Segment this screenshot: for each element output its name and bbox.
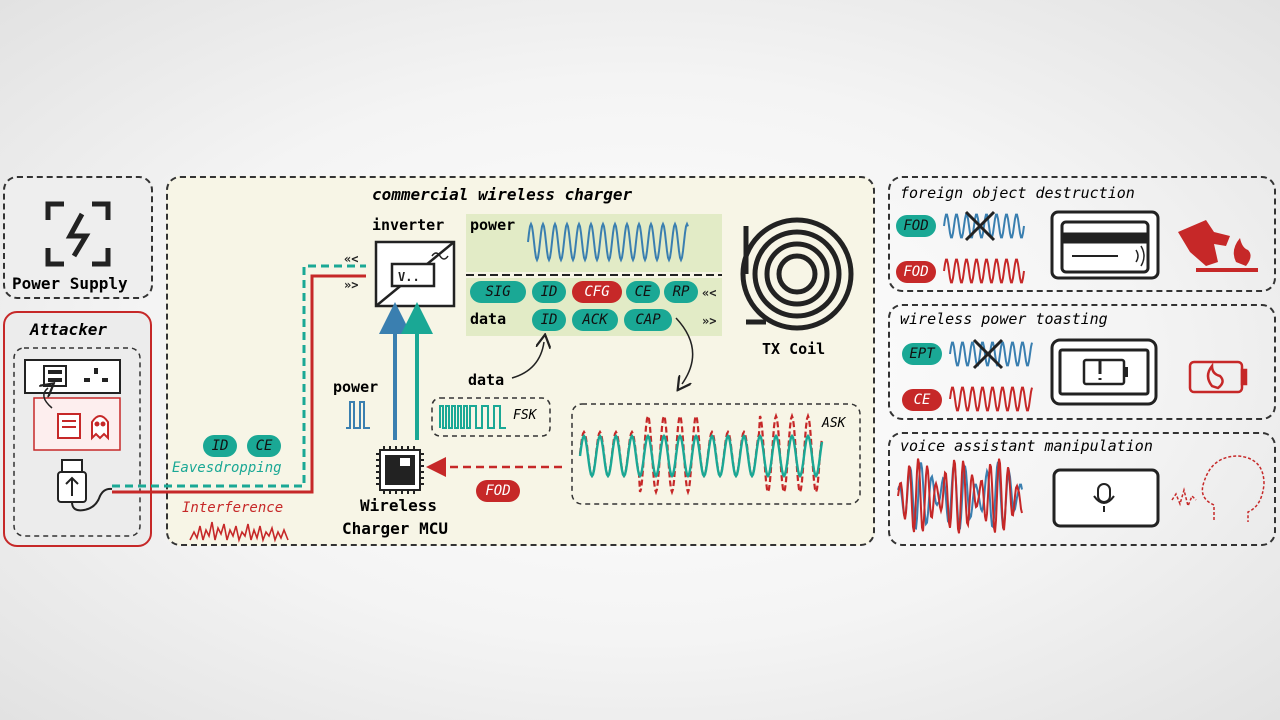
svg-text:«<: «<: [702, 286, 716, 300]
fod-wave-bottom: [943, 258, 1025, 284]
power-pulse-icon: [346, 401, 370, 429]
attack-ce-pill: CE: [902, 389, 942, 411]
speaking-head-icon: [1171, 455, 1265, 522]
mcu-label-line2: Charger MCU: [342, 519, 448, 538]
svg-text:V..: V..: [398, 270, 420, 284]
inverter-label: inverter: [372, 216, 445, 234]
ask-curve-arrow: [675, 317, 694, 384]
attack-ept-pill: EPT: [902, 343, 942, 365]
data-row-label: data: [470, 310, 507, 328]
power-sine: [527, 221, 689, 263]
attack-title-fod: foreign object destruction: [900, 184, 1135, 202]
usb-plug-icon: [57, 459, 87, 503]
svg-text:«<: «<: [344, 252, 358, 266]
ask-red-wave: [578, 412, 824, 496]
tx-packet-cap: CAP: [624, 309, 672, 331]
attack-title-toasting: wireless power toasting: [900, 310, 1108, 328]
attacker-pill-ce: CE: [247, 435, 281, 457]
credit-card-icon: [1050, 210, 1160, 280]
ept-wave-top: [949, 341, 1033, 367]
inverter-icon: V..: [374, 240, 456, 308]
cross-icon-2: [972, 338, 1004, 370]
charger-title: commercial wireless charger: [372, 185, 633, 204]
ask-label: ASK: [822, 416, 846, 431]
phone-battery-icon: [1050, 338, 1158, 406]
fod-bottom-sine: [943, 258, 1025, 284]
voice-interference-waves: [897, 458, 1023, 534]
socket-icon: [24, 359, 121, 394]
power-row-label: power: [470, 216, 516, 234]
phone-mic-icon: [1052, 468, 1160, 528]
burning-hand-icon: [1178, 220, 1258, 272]
rx-packet-cfg: CFG: [572, 281, 622, 303]
data-label: data: [468, 371, 505, 389]
attack-panel-toasting: [888, 304, 1276, 420]
power-band-wave: [527, 221, 689, 263]
battery-fire-icon: [1188, 360, 1248, 394]
fsk-label: FSK: [513, 408, 537, 423]
mcu-chip-icon: [376, 446, 424, 494]
tx-coil-icon: [740, 217, 854, 331]
mcu-label-line1: Wireless: [360, 496, 438, 515]
ask-waves: [578, 412, 824, 496]
interference-noise-wave: [189, 521, 289, 543]
attack-fod-pill-bottom: FOD: [896, 261, 936, 283]
rx-packet-sig: SIG: [470, 281, 526, 303]
data-curve-arrow: [511, 342, 544, 379]
attack-title-voice: voice assistant manipulation: [900, 437, 1153, 455]
usb-cable: [71, 487, 113, 512]
attack-panel-voice: [888, 432, 1276, 546]
rx-packet-rp: RP: [664, 281, 698, 303]
voice-red-wave: [897, 458, 1023, 534]
fod-pill: FOD: [476, 480, 520, 502]
tx-packet-id: ID: [532, 309, 566, 331]
ghost-icon: [91, 415, 109, 441]
ept-top-sine: [949, 341, 1033, 367]
rx-packet-id: ID: [532, 281, 566, 303]
power-label: power: [333, 378, 379, 396]
power-supply-icon: [45, 201, 111, 267]
ce-bottom-sine: [949, 386, 1033, 412]
svg-text:»>: »>: [702, 314, 716, 328]
svg-text:»>: »>: [344, 278, 358, 292]
fod-wave-top: [943, 213, 1025, 239]
ask-box: [571, 403, 861, 505]
attack-fod-pill-top: FOD: [896, 215, 936, 237]
fod-top-sine: [943, 213, 1025, 239]
tx-coil-label: TX Coil: [762, 340, 826, 358]
cross-icon-1: [964, 210, 996, 242]
rx-packet-ce: CE: [626, 281, 660, 303]
power-supply-label: Power Supply: [12, 274, 128, 293]
eavesdropping-line: [112, 264, 366, 488]
interference-label: Interference: [182, 500, 284, 516]
attack-panel-fod: [888, 176, 1276, 292]
ask-teal-wave: [578, 433, 824, 479]
fsk-box: [431, 397, 551, 437]
malicious-chip-icon: [57, 413, 81, 439]
fsk-wave: [439, 405, 506, 429]
interference-line: [112, 274, 366, 494]
attacker-pill-id: ID: [203, 435, 237, 457]
tx-packet-ack: ACK: [572, 309, 618, 331]
attacker-label: Attacker: [30, 320, 108, 339]
ce-wave-bottom: [949, 386, 1033, 412]
eavesdropping-label: Eavesdropping: [172, 460, 282, 476]
